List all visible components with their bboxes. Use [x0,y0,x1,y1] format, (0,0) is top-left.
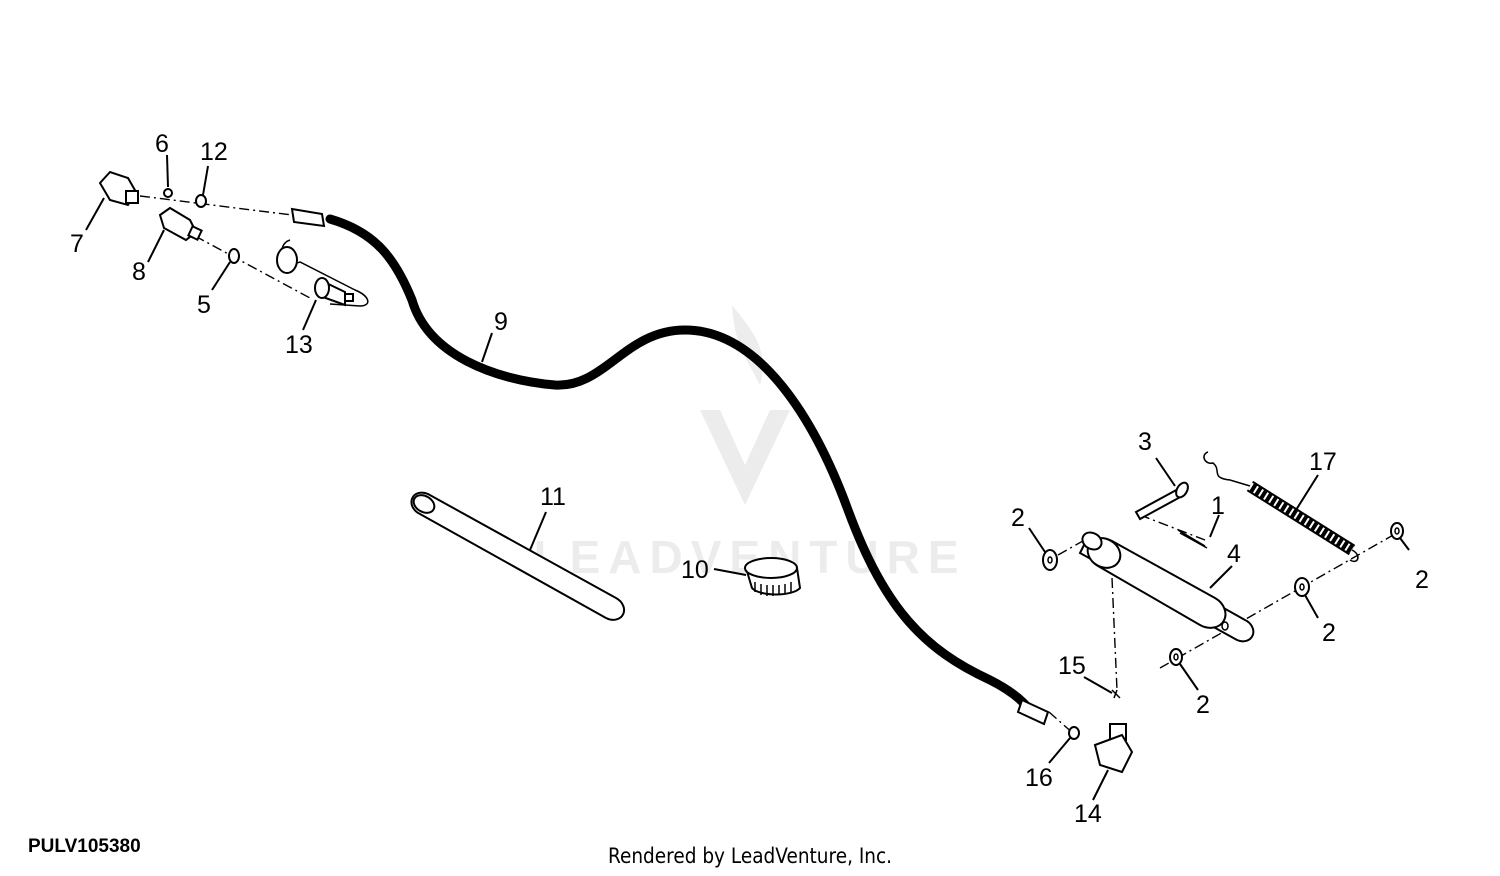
callout-12: 12 [200,138,228,166]
callout-3: 3 [1138,428,1152,456]
render-credit: Rendered by LeadVenture, Inc. [607,844,893,868]
callout-13: 13 [285,331,313,359]
callout-16: 16 [1025,764,1053,792]
callout-2-left: 2 [1011,504,1025,532]
part-11-tube [410,491,626,621]
part-2-washers [1042,522,1404,666]
part-3-pin [1134,481,1189,521]
part-8-fitting [158,206,203,242]
callout-1: 1 [1211,492,1225,520]
callout-8: 8 [132,258,146,286]
part-5-ring [228,248,240,264]
part-12-ring [195,194,207,208]
callout-10: 10 [681,556,709,584]
assembly-lines [139,195,1396,736]
leadventure-watermark: LEADVENTURE [533,305,959,583]
callout-2-bottom: 2 [1196,691,1210,719]
part-4-shaft [1078,531,1255,643]
part-1-cotter-pin [1177,529,1208,549]
part-13-clamp [276,239,369,307]
callout-2-middle: 2 [1322,619,1336,647]
callout-labels: 6 12 7 8 5 13 9 11 10 3 17 1 2 4 2 2 2 1… [70,130,1429,828]
callout-5: 5 [197,291,211,319]
part-17-spring [1203,451,1359,562]
callout-11: 11 [540,483,566,511]
callout-15: 15 [1058,652,1086,680]
callout-17: 17 [1309,448,1337,476]
part-6-ring [163,188,173,198]
callout-6: 6 [155,130,169,158]
diagram-id: PULV105380 [28,836,141,857]
part-16-ring [1068,726,1080,740]
callout-7: 7 [70,230,84,258]
callout-2-right: 2 [1415,566,1429,594]
leader-lines [85,154,1410,801]
part-9-hose [290,207,1050,726]
part-7-fitting [98,170,139,207]
part-15-pin [1111,689,1121,699]
part-14-elbow-fitting [1093,723,1134,774]
callout-4: 4 [1227,540,1241,568]
callout-9: 9 [494,308,508,336]
part-10-ring [744,557,802,596]
callout-14: 14 [1074,800,1102,828]
